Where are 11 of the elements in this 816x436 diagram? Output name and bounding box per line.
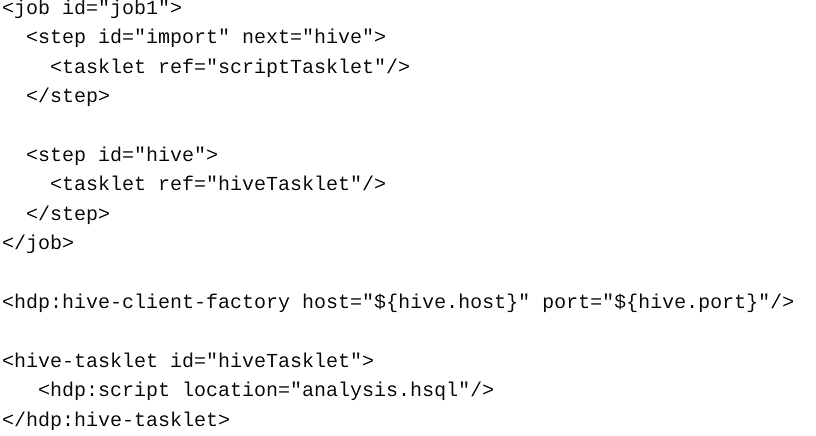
code-line: </job>	[2, 233, 74, 258]
code-line: <hive-tasklet id="hiveTasklet">	[2, 350, 374, 375]
code-line: <tasklet ref="scriptTasklet"/>	[50, 56, 410, 81]
code-line: <hdp:hive-client-factory host="${hive.host}" port="${hive.port}"/>	[2, 292, 794, 316]
code-line: <step id="import" next="hive">	[26, 27, 386, 52]
code-line: </hdp:hive-tasklet>	[2, 410, 230, 434]
code-line: <hdp:script location="analysis.hsql"/>	[38, 380, 494, 404]
code-line: <tasklet ref="hiveTasklet"/>	[50, 174, 386, 198]
code-line: </step>	[26, 204, 110, 228]
code-line: <step id="hive">	[26, 145, 218, 169]
code-line: </step>	[26, 86, 110, 110]
